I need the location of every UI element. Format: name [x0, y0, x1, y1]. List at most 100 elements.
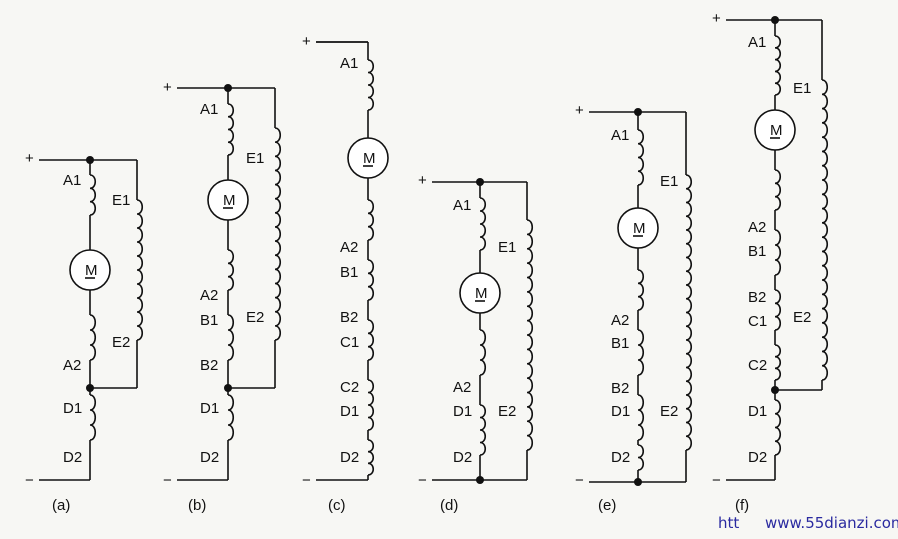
terminal-label-b1: B1 [748, 243, 766, 260]
terminal-label-e2: E2 [246, 309, 264, 326]
terminal-label-d1: D1 [453, 403, 472, 420]
winding-coil [774, 289, 782, 331]
winding-coil [227, 249, 235, 291]
negative-terminal: − [25, 472, 34, 489]
winding-coil [367, 199, 375, 241]
positive-terminal: + [302, 33, 311, 50]
motor-circle [207, 179, 249, 221]
terminal-label-b1: B1 [611, 335, 629, 352]
junction-dot-bottom [86, 384, 94, 392]
winding-coil [367, 319, 375, 361]
winding-coil [637, 394, 645, 441]
terminal-label-c1: C1 [748, 313, 767, 330]
motor-circle [69, 249, 111, 291]
motor-symbol: M [617, 207, 659, 249]
terminal-label-a2: A2 [200, 287, 218, 304]
negative-terminal: − [712, 472, 721, 489]
terminal-label-d1: D1 [200, 400, 219, 417]
positive-terminal: + [25, 150, 34, 167]
winding-coil [367, 379, 375, 431]
terminal-label-e1: E1 [793, 80, 811, 97]
motor-circle [617, 207, 659, 249]
field-coil [136, 199, 144, 341]
terminal-label-d2: D2 [200, 449, 219, 466]
terminal-label-e1: E1 [246, 150, 264, 167]
diagram-caption: (b) [188, 497, 206, 514]
terminal-label-a1: A1 [748, 34, 766, 51]
terminal-label-a2: A2 [63, 357, 81, 374]
diagram-caption: (e) [598, 497, 616, 514]
terminal-label-e2: E2 [660, 403, 678, 420]
terminal-label-d2: D2 [453, 449, 472, 466]
positive-terminal: + [163, 79, 172, 96]
winding-coil [774, 399, 782, 456]
terminal-label-c2: C2 [340, 379, 359, 396]
terminal-label-d2: D2 [748, 449, 767, 466]
winding-coil [637, 329, 645, 376]
terminal-label-d1: D1 [748, 403, 767, 420]
motor-label: M [475, 285, 488, 302]
motor-symbol: M [459, 272, 501, 314]
terminal-label-c2: C2 [748, 357, 767, 374]
motor-symbol: M [69, 249, 111, 291]
negative-terminal: − [163, 472, 172, 489]
terminal-label-d1: D1 [340, 403, 359, 420]
watermark-prefix: htt [718, 514, 739, 532]
positive-terminal: + [575, 102, 584, 119]
winding-coil [367, 59, 375, 111]
junction-dot-bottom [476, 476, 484, 484]
winding-coil [774, 35, 782, 96]
winding-coil [479, 329, 487, 376]
terminal-label-d1: D1 [611, 403, 630, 420]
terminal-label-a1: A1 [200, 101, 218, 118]
terminal-label-b1: B1 [200, 312, 218, 329]
motor-circle [754, 109, 796, 151]
junction-dot-top [224, 84, 232, 92]
winding-coil [227, 394, 235, 441]
field-coil [274, 127, 282, 341]
terminal-label-a1: A1 [453, 197, 471, 214]
winding-coil [774, 169, 782, 211]
winding-coil [774, 344, 782, 381]
motor-symbol: M [754, 109, 796, 151]
terminal-label-a2: A2 [611, 312, 629, 329]
terminal-label-a1: A1 [63, 172, 81, 189]
field-coil [526, 219, 534, 451]
motor-circle [459, 272, 501, 314]
winding-coil [479, 197, 487, 251]
junction-dot-bottom [224, 384, 232, 392]
winding-coil [367, 259, 375, 301]
motor-label: M [363, 150, 376, 167]
diagram-caption: (c) [328, 497, 346, 514]
winding-coil [227, 103, 235, 156]
diagram-caption: (d) [440, 497, 458, 514]
positive-terminal: + [712, 10, 721, 27]
terminal-label-d2: D2 [63, 449, 82, 466]
terminal-label-d2: D2 [340, 449, 359, 466]
winding-coil [89, 394, 97, 441]
motor-label: M [223, 192, 236, 209]
winding-coil [637, 269, 645, 311]
terminal-label-c1: C1 [340, 334, 359, 351]
terminal-label-d1: D1 [63, 400, 82, 417]
terminal-label-a1: A1 [611, 127, 629, 144]
motor-label: M [85, 262, 98, 279]
winding-coil [89, 174, 97, 216]
terminal-label-b2: B2 [611, 380, 629, 397]
negative-terminal: − [418, 472, 427, 489]
diagram-caption: (a) [52, 497, 70, 514]
terminal-label-d2: D2 [611, 449, 630, 466]
terminal-label-e1: E1 [498, 239, 516, 256]
junction-dot-top [476, 178, 484, 186]
terminal-label-e1: E1 [660, 173, 678, 190]
motor-symbol: M [347, 137, 389, 179]
